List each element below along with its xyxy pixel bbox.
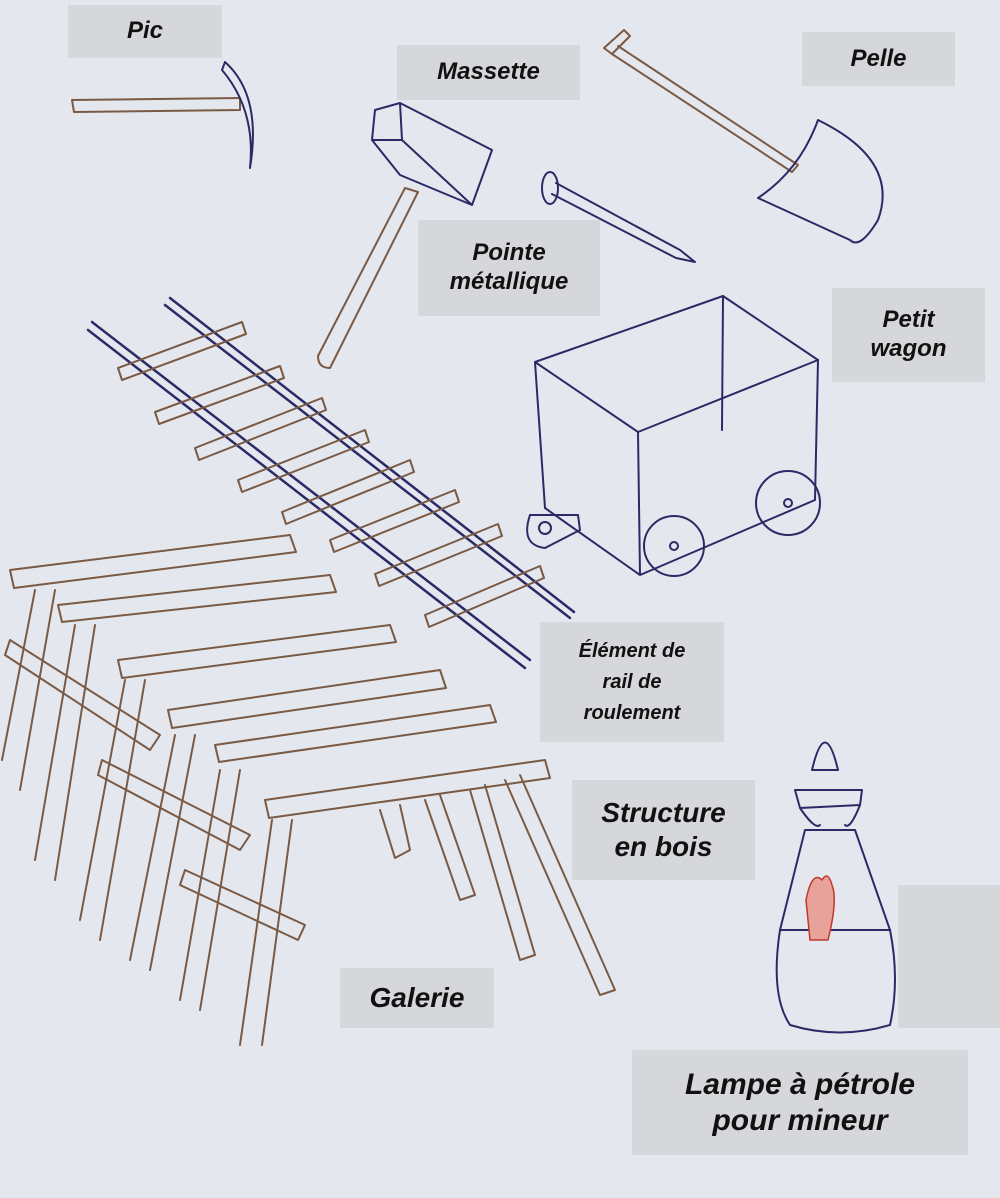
- label-line: roulement: [583, 701, 681, 724]
- pickaxe-drawing: [71, 61, 254, 169]
- wooden-structure-drawing: [1, 534, 616, 1046]
- rail-drawing: [86, 296, 576, 670]
- label-line: Élément de: [578, 639, 686, 662]
- label-text: Massette: [437, 58, 540, 86]
- label-pic: Pic: [68, 5, 222, 58]
- label-text: Galerie: [369, 982, 465, 1014]
- label-text: Pic: [126, 17, 164, 45]
- label-line: Pointe: [472, 239, 546, 267]
- label-rail: Élément de rail de roulement: [540, 622, 724, 742]
- label-massette: Massette: [397, 45, 580, 100]
- label-line: wagon: [870, 335, 947, 362]
- label-pelle: Pelle: [802, 32, 955, 86]
- label-line: métallique: [449, 268, 569, 295]
- metal-spike-drawing: [541, 171, 696, 263]
- label-line: rail de: [602, 670, 662, 693]
- label-line: en bois: [614, 831, 713, 862]
- label-line: pour mineur: [712, 1103, 888, 1137]
- label-line: Structure: [601, 797, 726, 829]
- mallet-drawing: [317, 102, 493, 369]
- wagon-drawing: [526, 295, 821, 577]
- oil-lamp-drawing: [775, 741, 896, 1034]
- label-galerie: Galerie: [340, 968, 494, 1028]
- label-text: Pelle: [850, 44, 907, 72]
- label-line: Lampe à pétrole: [684, 1067, 916, 1101]
- blank-label-box: [898, 885, 1000, 1028]
- label-line: Petit: [882, 306, 935, 334]
- shovel-drawing: [603, 29, 884, 244]
